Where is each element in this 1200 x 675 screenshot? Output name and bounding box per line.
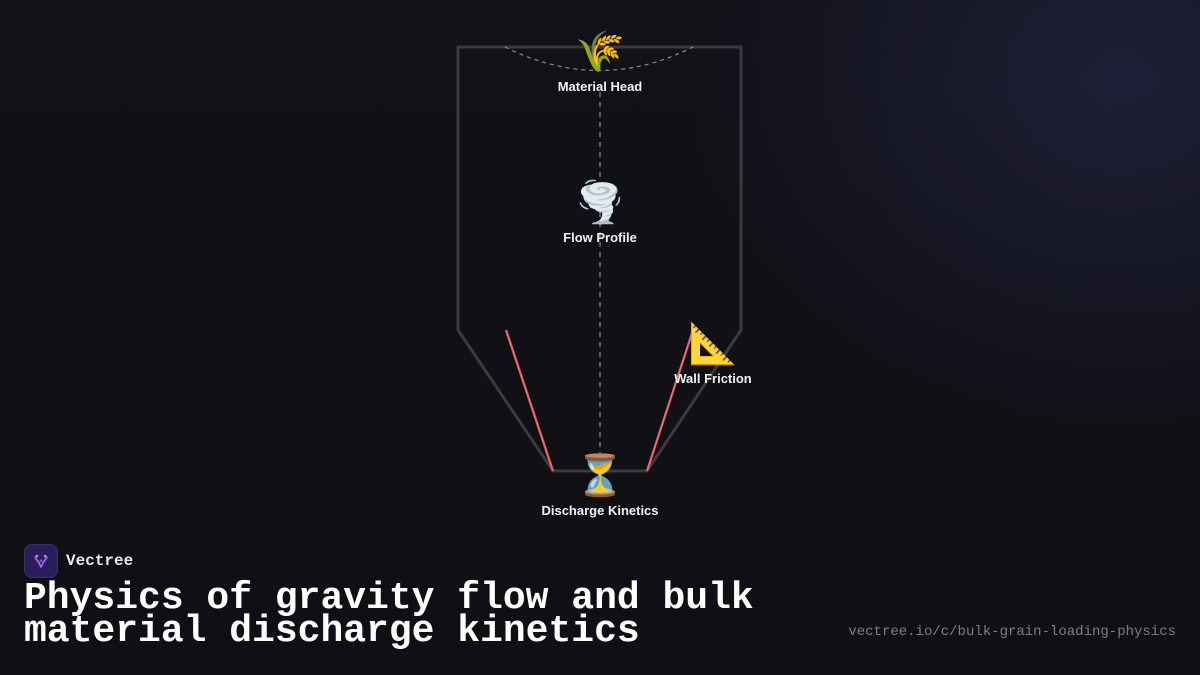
brand-name: Vectree [66, 552, 134, 570]
node-label: Wall Friction [674, 371, 752, 386]
flow-channel-right [645, 329, 695, 472]
node-discharge-kinetics: ⏳ Discharge Kinetics [500, 453, 700, 518]
node-material-head: 🌾 Material Head [500, 29, 700, 94]
flow-channel-left [504, 329, 555, 472]
brand: Vectree [24, 544, 133, 578]
tornado-icon: 🌪️ [575, 180, 625, 226]
sheaf-of-rice-icon: 🌾 [575, 29, 625, 75]
hourglass-icon: ⏳ [575, 453, 625, 499]
vectree-logo-icon [24, 544, 58, 578]
hopper-outline [456, 45, 743, 473]
node-label: Material Head [557, 79, 643, 94]
page-title: Physics of gravity flow and bulk materia… [24, 577, 754, 653]
node-wall-friction: 📐 Wall Friction [613, 321, 813, 386]
source-url[interactable]: vectree.io/c/bulk-grain-loading-physics [848, 624, 1176, 640]
node-label: Flow Profile [563, 230, 637, 245]
material-surface-arc [504, 46, 694, 71]
node-label: Discharge Kinetics [541, 503, 659, 518]
node-flow-profile: 🌪️ Flow Profile [500, 180, 700, 245]
triangular-ruler-icon: 📐 [688, 321, 738, 367]
